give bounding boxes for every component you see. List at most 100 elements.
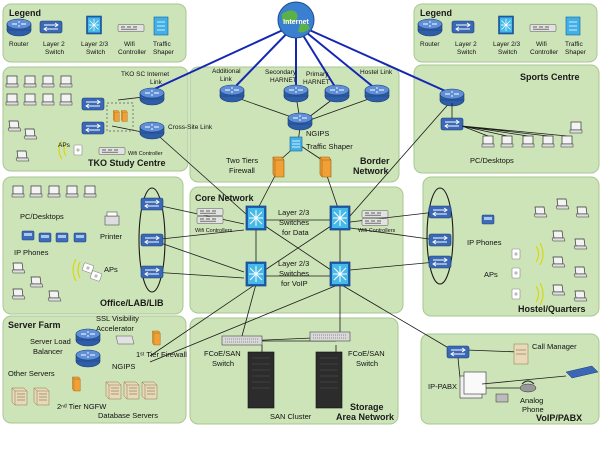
- tko-switch-icon: [81, 97, 105, 111]
- ip-phone-icon: [73, 232, 87, 243]
- fcoe-r-b: Switch: [356, 359, 378, 368]
- legend-right-shaper-b: Shaper: [565, 49, 587, 56]
- legend-right-wifi-b: Controller: [530, 49, 559, 56]
- legend-layer2-switch-icon: [39, 20, 63, 34]
- core-voip-switch-icon: [245, 261, 267, 287]
- ssl-b: Accelerator: [96, 324, 134, 333]
- hostel-switch-icon: [428, 205, 452, 219]
- border-link3-b: HARNET: [303, 79, 330, 86]
- storage-area-network: FCoE/SAN Switch FCoE/SAN Switch SAN Clus…: [204, 331, 395, 422]
- pc-icon: [500, 135, 514, 148]
- core-data-switch-icon: [329, 205, 351, 231]
- analog-a: Analog: [520, 396, 543, 405]
- access-point-icon: [511, 267, 521, 279]
- hostel-title: Hostel/Quarters: [518, 304, 586, 314]
- border-link3-a: Primary: [306, 71, 329, 78]
- border-router-icon: [219, 84, 245, 103]
- border-router-icon: [364, 84, 390, 103]
- zone-office: [2, 176, 184, 315]
- office-pcs: PC/Desktops: [20, 212, 64, 221]
- traffic-shaper-icon: [289, 136, 303, 152]
- pc-icon: [11, 185, 25, 198]
- border-link4: Hostel Link: [360, 69, 393, 76]
- pc-icon: [5, 93, 19, 106]
- sports-title: Sports Centre: [520, 72, 580, 82]
- core-wifi-controller-icon: [196, 216, 224, 224]
- hostel-aps: APs: [484, 270, 498, 279]
- border-fw-a: Two Tiers: [226, 156, 258, 165]
- analog-phone-icon: [519, 380, 537, 393]
- server-icon: [123, 381, 140, 400]
- server-db: Database Servers: [98, 411, 158, 420]
- core-wifi-controller-icon: [361, 210, 389, 218]
- legend-router-icon-r: [417, 18, 443, 37]
- office-phones: IP Phones: [14, 248, 49, 257]
- server-farm: Server Farm SSL Visibility Accelerator S…: [8, 314, 187, 420]
- core-wifi-right: Wifi Controllers: [358, 228, 396, 234]
- ngips-icon: [75, 349, 101, 368]
- office-switch-icon: [140, 197, 164, 211]
- fcoe-l-b: Switch: [212, 359, 234, 368]
- border-router-icon: [283, 84, 309, 103]
- tko-wifi-controller: Wifi Controller: [128, 151, 163, 157]
- pabx-link-switch-icon: [565, 365, 599, 379]
- core-title: Core Network: [195, 193, 255, 203]
- voip-pabx: Call Manager IP-PABX Analog Phone VoIP/P…: [428, 342, 599, 423]
- core-data-b: Switches: [279, 218, 309, 227]
- san-rack-icon: [315, 351, 343, 409]
- server-icon: [141, 381, 158, 400]
- office-switch-icon: [140, 265, 164, 279]
- ip-phone-icon: [55, 232, 69, 243]
- border-ngips: NGIPS: [306, 129, 329, 138]
- slb-b: Balancer: [33, 347, 63, 356]
- legend-right-shaper-a: Traffic: [565, 41, 583, 48]
- pc-icon: [521, 135, 535, 148]
- voip-switch-icon: [446, 345, 470, 359]
- core-data-c: for Data: [282, 228, 310, 237]
- legend-left-shaper-a: Traffic: [153, 41, 171, 48]
- firewall-icon: [152, 330, 161, 346]
- legend-left-wifi-b: Controller: [118, 49, 147, 56]
- access-point-icon: [511, 248, 521, 260]
- server-farm-title: Server Farm: [8, 320, 61, 330]
- firewall-icon: [272, 156, 285, 178]
- core-voip-switch-icon: [329, 261, 351, 287]
- legend-wifi-controller-icon: [117, 24, 145, 32]
- legend-left-shaper-b: Shaper: [153, 49, 175, 56]
- sports-centre: Sports Centre PC/Desktops: [439, 72, 583, 165]
- pc-icon: [59, 93, 73, 106]
- tko-router-icon: [139, 87, 165, 106]
- pc-icon: [29, 185, 43, 198]
- fw1-a: 1ˢᵗ Tier Firewall: [136, 350, 187, 359]
- legend-layer2-switch-icon-r: [451, 20, 475, 34]
- core-wifi-left: Wifi Controllers: [195, 228, 233, 234]
- tko-switch-icon: [81, 121, 105, 135]
- legend-left-l3-b: Switch: [86, 49, 106, 56]
- san-cluster: SAN Cluster: [270, 412, 312, 421]
- hostel-switch-icon: [428, 233, 452, 247]
- border-link1-b: Link: [220, 76, 233, 83]
- server-icon: [33, 387, 50, 406]
- border-link1-a: Additional: [212, 68, 241, 75]
- legend-right: Legend Router Layer 2 Switch Layer 2/3 S…: [417, 8, 587, 56]
- ip-phone-icon: [38, 232, 52, 243]
- legend-layer23-switch-icon: [86, 15, 102, 35]
- legend-router-icon: [6, 18, 32, 37]
- firewall-icon: [72, 376, 81, 392]
- ngips-router-icon: [287, 112, 313, 131]
- border-shaper: Traffic Shaper: [306, 142, 353, 151]
- ssl-accelerator-icon: [115, 335, 135, 345]
- legend-right-l2-a: Layer 2: [455, 41, 477, 48]
- legend-wifi-controller-icon-r: [529, 24, 557, 32]
- core-data-a: Layer 2/3: [278, 208, 309, 217]
- fcoe-r-a: FCoE/SAN: [348, 349, 385, 358]
- server-icon: [105, 381, 122, 400]
- core-voip-a: Layer 2/3: [278, 259, 309, 268]
- hostel-switch-icon: [428, 255, 452, 269]
- voip-pabx: IP-PABX: [428, 382, 457, 391]
- ip-phone-icon: [21, 230, 35, 241]
- pc-icon: [41, 75, 55, 88]
- hostel-phones: IP Phones: [467, 238, 502, 247]
